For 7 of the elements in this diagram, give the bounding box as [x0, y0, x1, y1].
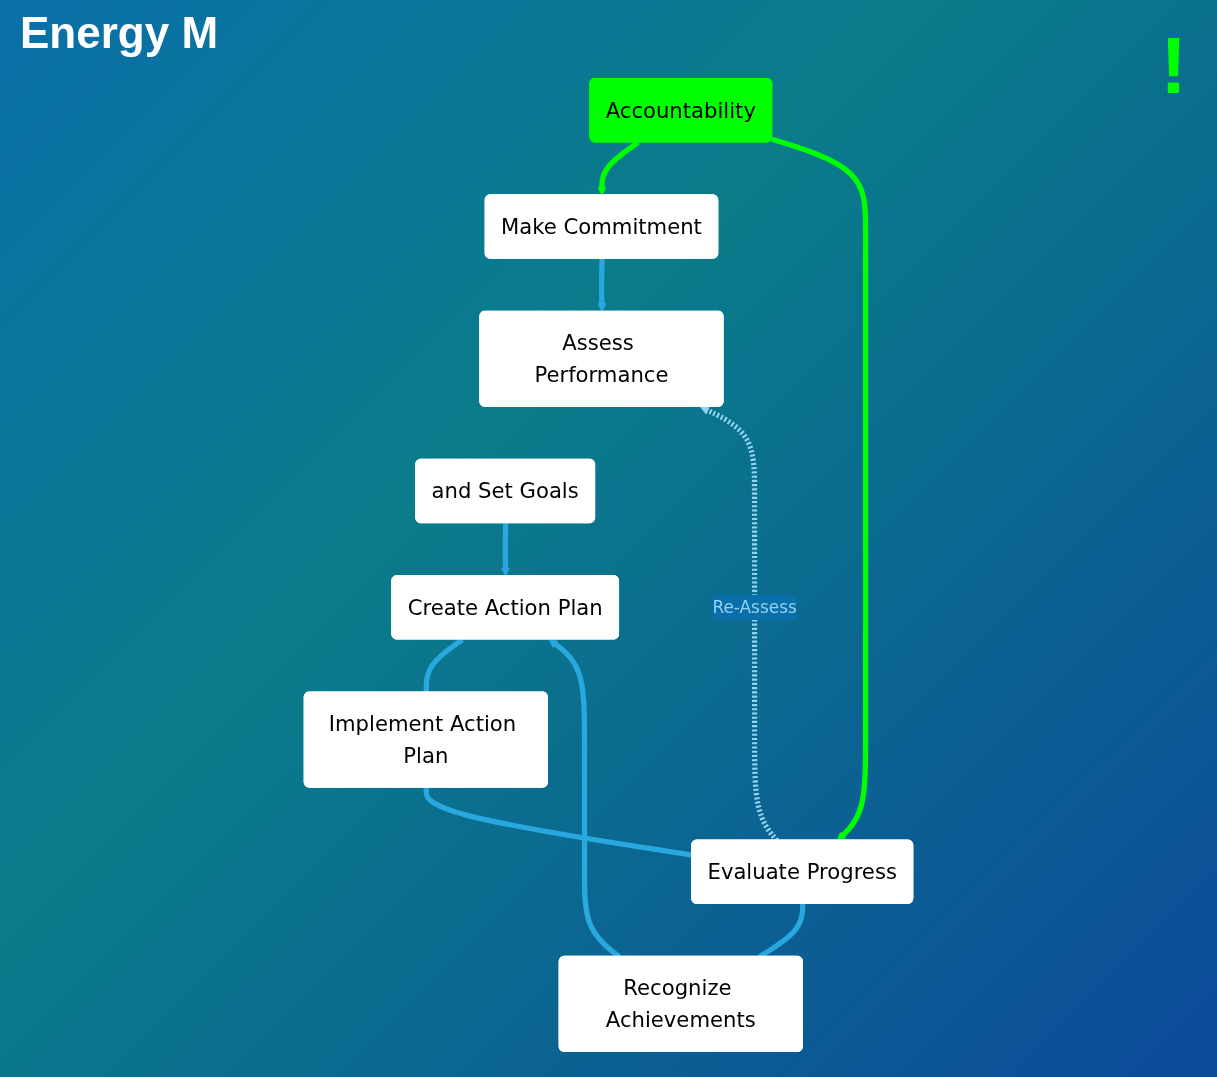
diagram-title: Energy M [20, 8, 219, 58]
arrow [597, 258, 607, 313]
arrow [771, 136, 869, 841]
arrow [597, 140, 640, 196]
note-text: ! [1160, 21, 1187, 110]
edge-label: Re-Assess [712, 596, 797, 617]
arrow [500, 523, 511, 577]
